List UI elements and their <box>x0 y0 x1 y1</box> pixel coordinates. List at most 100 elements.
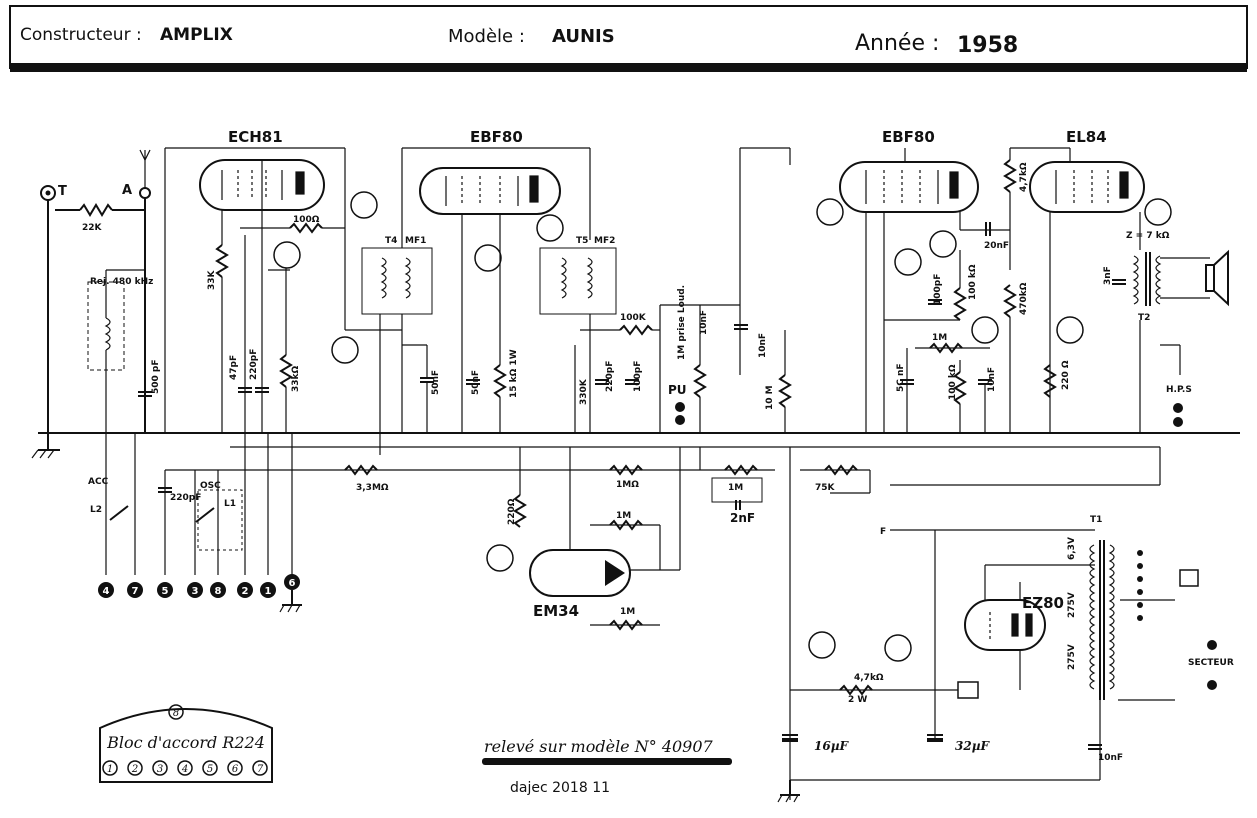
resistor-1m-a-label: 1MΩ <box>616 480 639 490</box>
cap-10nf-c-label: 10nF <box>987 367 997 392</box>
pin-7: 7 <box>127 582 143 598</box>
resistor-1m-b-label: 1M <box>616 511 631 521</box>
terminal-a-label: A <box>122 183 132 198</box>
cap-32uf-label: 32µF <box>955 739 990 753</box>
cap-50nf-label: 50nF <box>431 370 441 395</box>
resistor-330k-label: 330K <box>579 378 589 405</box>
mf2-t5-label: T5 <box>576 236 588 246</box>
cap-220pf-c-label: 220pF <box>170 493 201 503</box>
ez80-heater-link <box>957 681 979 699</box>
resistor-1m-c-label: 1M <box>620 607 635 617</box>
resistor-33k <box>215 244 229 278</box>
tube-ez80-label: EZ80 <box>1022 594 1064 612</box>
osc-label: OSC <box>200 481 221 491</box>
hps-terminal-2 <box>1173 417 1183 427</box>
test-point-2 <box>350 191 378 219</box>
cap-100pf-b-label: 100pF <box>933 274 943 305</box>
svg-text:3: 3 <box>192 586 199 597</box>
test-point-6 <box>486 544 514 572</box>
svg-text:5: 5 <box>162 586 169 597</box>
resistor-3-3m <box>344 464 378 476</box>
potentiometer-1m <box>693 364 707 398</box>
resistor-220-b-label: 220 Ω <box>1061 360 1071 390</box>
resistor-1m-a <box>609 464 643 476</box>
cap-10nf-label: 10nF <box>699 310 709 335</box>
bloc-top-pin <box>168 704 184 720</box>
mf1-coil-primary <box>380 257 387 299</box>
tube-ebf80-2-electrodes <box>865 170 959 204</box>
resistor-1m-b <box>609 519 643 531</box>
mf2-coil-primary <box>560 257 567 299</box>
resistor-4-7k <box>1003 159 1017 193</box>
resistor-470k <box>1003 284 1017 318</box>
resistor-4-7k-b <box>839 684 873 696</box>
variable-cap-osc <box>195 507 215 523</box>
header-frame <box>9 5 1248 72</box>
t1-label: T1 <box>1090 515 1102 525</box>
constructeur-value: AMPLIX <box>160 25 233 45</box>
resistor-33kohm-label: 33kΩ <box>291 365 301 392</box>
resistor-4-7k-label: 4,7kΩ <box>1019 162 1029 192</box>
cap-100pf-label: 100pF <box>633 361 643 392</box>
t2-secondary <box>1155 255 1162 305</box>
cap-220pf-label: 220pF <box>249 349 259 380</box>
t2-impedance-label: Z = 7 kΩ <box>1126 231 1170 241</box>
mf1-t4-label: T4 <box>385 236 397 246</box>
antenna-icon <box>139 149 151 162</box>
tube-ez80 <box>964 599 1046 651</box>
rejector-coil <box>104 317 111 351</box>
psu-ground-symbol <box>777 780 800 803</box>
resistor-1m-e-label: 1M <box>932 333 947 343</box>
test-point-4 <box>474 244 502 272</box>
mf2-coil-secondary <box>586 257 593 299</box>
t2-primary <box>1132 255 1139 305</box>
tube-ebf80-2-label: EBF80 <box>882 128 935 146</box>
test-point-8 <box>894 248 922 276</box>
tube-ebf80-1-electrodes <box>445 175 539 206</box>
bloc-pin-7: 7 <box>257 764 264 775</box>
l1-label: L1 <box>224 499 236 509</box>
speaker-icon <box>1205 264 1215 292</box>
bloc-pin-1: 1 <box>107 764 113 775</box>
rejector-label: Rej. 480 kHz <box>90 277 153 287</box>
tube-ech81-electrodes <box>221 170 305 200</box>
fuse-icon <box>1179 569 1199 587</box>
t1-275v-b-label: 275V <box>1067 644 1077 670</box>
bloc-pin-2: 2 <box>131 764 138 775</box>
resistor-15k <box>493 364 507 398</box>
test-point-3 <box>331 336 359 364</box>
cap-3nf-label: 3nF <box>1103 266 1113 285</box>
bloc-accord-title: Bloc d'accord R224 <box>106 733 265 752</box>
acc-label: ACC <box>88 477 109 487</box>
bloc-pin-3: 3 <box>157 764 163 775</box>
mains-terminal-1 <box>1207 640 1217 650</box>
terminal-t-label: T <box>58 184 67 199</box>
if-transformer-mf1 <box>361 247 433 315</box>
pin-2: 2 <box>237 582 253 598</box>
cap-10nf-b-label: 10nF <box>758 333 768 358</box>
pin-6-ground-icon <box>279 590 302 613</box>
mains-terminal-2 <box>1207 680 1217 690</box>
terminal-a <box>139 187 151 199</box>
variable-cap-acc <box>109 505 129 521</box>
resistor-22k-label: 22K <box>82 223 103 233</box>
resistor-1m-d <box>724 464 758 476</box>
resistor-75k <box>824 464 858 476</box>
em34-eye-target <box>605 560 625 586</box>
resistor-100k <box>619 324 653 336</box>
releve-underline <box>482 758 732 765</box>
pu-terminal-1 <box>675 402 685 412</box>
test-point-12 <box>1056 316 1084 344</box>
resistor-100k-c-label: 100 kΩ <box>948 364 958 400</box>
resistor-470k-label: 470kΩ <box>1019 282 1029 315</box>
resistor-100k-label: 100K <box>620 313 647 323</box>
mf1-coil-secondary <box>404 257 411 299</box>
cap-47pf-label: 47pF <box>229 355 239 380</box>
resistor-220-ohm-b <box>1043 364 1057 398</box>
constructeur-label: Constructeur : <box>20 25 142 45</box>
resistor-100k-b <box>953 287 967 321</box>
tube-el84-electrodes <box>1055 170 1129 204</box>
pu-label: PU <box>668 383 687 397</box>
credit-label: dajec 2018 11 <box>510 780 610 796</box>
resistor-100ohm <box>289 222 323 234</box>
